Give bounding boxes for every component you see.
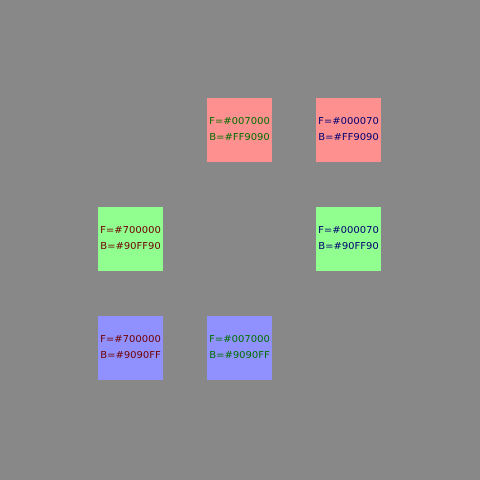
swatch-green-on-blue: F=#007000 B=#9090FF	[207, 316, 272, 380]
foreground-label: F=#000070	[318, 116, 379, 127]
background-label: B=#90FF90	[100, 241, 161, 252]
foreground-label: F=#700000	[100, 334, 161, 345]
swatch-red-on-blue: F=#700000 B=#9090FF	[98, 316, 163, 380]
foreground-label: F=#700000	[100, 225, 161, 236]
background-label: B=#9090FF	[100, 350, 161, 361]
background-label: B=#9090FF	[209, 350, 270, 361]
foreground-label: F=#007000	[209, 116, 270, 127]
swatch-blue-on-red: F=#000070 B=#FF9090	[316, 98, 381, 162]
background-label: B=#FF9090	[318, 132, 379, 143]
swatch-blue-on-green: F=#000070 B=#90FF90	[316, 207, 381, 271]
foreground-label: F=#007000	[209, 334, 270, 345]
background-label: B=#90FF90	[318, 241, 379, 252]
foreground-label: F=#000070	[318, 225, 379, 236]
swatch-green-on-red: F=#007000 B=#FF9090	[207, 98, 272, 162]
swatch-red-on-green: F=#700000 B=#90FF90	[98, 207, 163, 271]
background-label: B=#FF9090	[209, 132, 270, 143]
